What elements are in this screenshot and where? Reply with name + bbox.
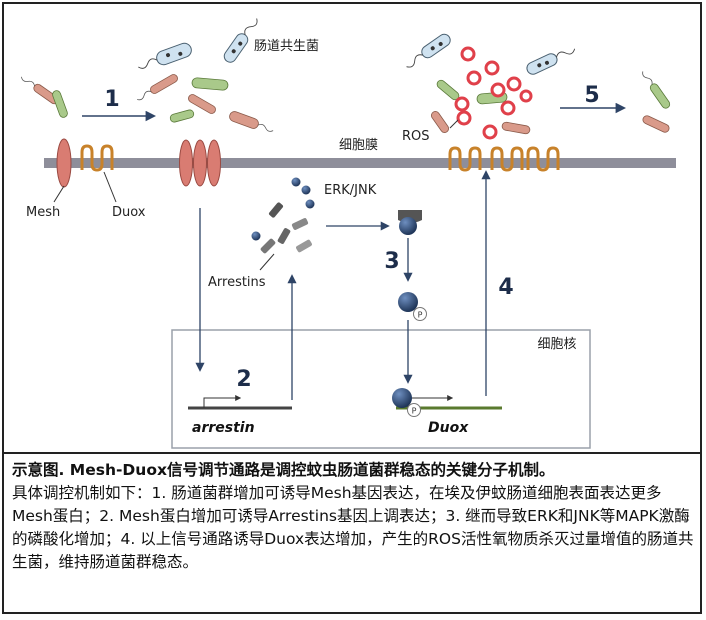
figure-caption: 示意图. Mesh-Duox信号调节通路是调控蚊虫肠道菌群稳态的关键分子机制。 … — [12, 459, 698, 574]
gut-bacteria-label: 肠道共生菌 — [254, 39, 319, 54]
mesh-label: Mesh — [26, 205, 60, 220]
schematic-figure: 细胞核 细胞膜 1 — [4, 4, 702, 452]
erk-jnk-label: ERK/JNK — [324, 183, 377, 198]
nucleus-box — [171, 329, 591, 449]
bacteria-icon — [642, 71, 671, 133]
kinase-ball-icon — [251, 177, 315, 241]
phospho-kinase-icon: P — [398, 292, 427, 321]
caption-divider — [4, 452, 702, 454]
phosphate-icon: P — [412, 407, 417, 416]
cell-membrane — [44, 158, 676, 168]
bacteria-icon — [406, 33, 576, 135]
step-2-label: 2 — [236, 367, 251, 392]
ros-ring-icon — [454, 46, 533, 140]
bacteria-icon — [21, 76, 68, 118]
duox-gene-label: Duox — [428, 420, 469, 436]
ros-label: ROS — [402, 129, 430, 144]
mesh-receptor-icon — [179, 139, 221, 187]
duox-enzyme-icon — [80, 144, 114, 172]
figure-frame — [2, 2, 702, 614]
duox-enzyme-icon — [448, 146, 560, 172]
kinase-complex-icon — [398, 210, 422, 235]
arrestin-icon — [260, 202, 312, 254]
step-3-label: 3 — [384, 249, 399, 274]
arrestin-gene-label: arrestin — [192, 420, 255, 436]
duox-label: Duox — [112, 205, 146, 220]
bacteria-icon — [137, 18, 274, 132]
arrestin-promoter-arrow — [203, 395, 242, 408]
mesh-receptor-icon — [56, 138, 72, 188]
nucleus-label: 细胞核 — [537, 337, 576, 352]
step-5-label: 5 — [584, 83, 599, 108]
phospho-kinase-icon: P — [392, 388, 421, 417]
step-1-label: 1 — [104, 87, 119, 112]
arrestins-label: Arrestins — [208, 275, 266, 290]
caption-body: 具体调控机制如下：1. 肠道菌群增加可诱导Mesh基因表达，在埃及伊蚊肠道细胞表… — [12, 484, 694, 571]
step-4-label: 4 — [498, 275, 513, 300]
caption-title: 示意图. Mesh-Duox信号调节通路是调控蚊虫肠道菌群稳态的关键分子机制。 — [12, 461, 555, 479]
membrane-label: 细胞膜 — [339, 138, 378, 153]
phosphate-icon: P — [418, 311, 423, 320]
